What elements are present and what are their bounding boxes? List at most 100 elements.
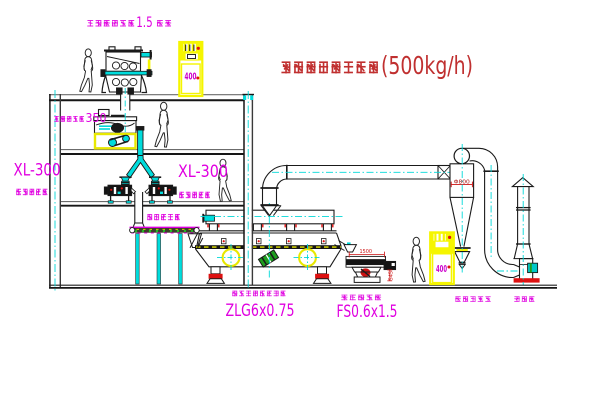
granulator-left-label	[16, 188, 48, 196]
belt-conveyor	[129, 226, 203, 285]
cabinet1-crown-teeth	[183, 43, 198, 52]
dryer-hood-stubs	[207, 224, 334, 231]
granulator-right-foot2	[149, 200, 155, 204]
mixer2-belt-top	[109, 134, 125, 141]
cabinet1-panel-window	[184, 52, 200, 61]
mixer1-lid-stub-right	[134, 46, 142, 51]
granulator-right-red-dot1	[168, 188, 171, 191]
granulator-left-inlet-funnel	[120, 176, 131, 182]
granulator-right-side-box	[172, 186, 177, 195]
y-splitter-body	[125, 155, 156, 179]
granulator-right-cyan-chip	[160, 191, 163, 194]
mixer2-rotor	[110, 122, 125, 133]
collector-yellow-stripe	[456, 249, 468, 252]
exhaust-duct	[260, 164, 452, 217]
mixer1-paddle-3	[129, 77, 138, 87]
cabinet1-panel-screen	[187, 54, 196, 59]
mixer2-discharge-flange	[135, 126, 145, 131]
granulator-left-side-box	[103, 186, 109, 195]
cabinet1-red-lamp-top	[196, 46, 200, 50]
mixer1-yellow-strip	[147, 59, 151, 71]
granulator-right-red-dot2	[157, 187, 160, 190]
duct-outer-wall	[261, 164, 438, 190]
y-splitter-chute	[125, 155, 156, 179]
cabinet2-red-lamp-door	[447, 265, 451, 269]
dryer-sight-glass-left	[217, 244, 245, 272]
cyclone-label	[455, 296, 491, 302]
svg-text:(500kg/h): (500kg/h)	[381, 51, 473, 80]
svg-text:1.5: 1.5	[136, 15, 153, 31]
downpipe-elbow-outer	[484, 249, 514, 279]
fan-inlet-cone	[513, 263, 520, 279]
mixer1-label: 1.5	[87, 15, 172, 31]
conveyor-roller-dots	[134, 229, 194, 233]
mixer1-lid-stub-left	[108, 46, 116, 51]
granulator-left-red-dot2	[120, 187, 123, 190]
stack-rain-cap	[510, 176, 535, 188]
granulator-right-slot2	[152, 187, 156, 194]
dryer-stub-2	[252, 224, 262, 231]
mixer1-paddle-1	[111, 77, 121, 87]
cyclone-diameter-dim: Φ800	[454, 180, 470, 186]
stack-transition-cone	[513, 243, 534, 259]
dryer-stub-1	[208, 224, 218, 231]
mixer1-upper-body	[105, 51, 142, 72]
fan-and-stack	[484, 165, 540, 285]
person-ground	[411, 236, 426, 283]
cyclone-elbow-inner	[469, 160, 486, 172]
conveyor-leg-2	[156, 233, 161, 285]
mixer2-motor-box	[97, 108, 110, 117]
diagram-labels: (500kg/h) 1.5 350 XL-300 XL-300 ZLG6x0.7…	[14, 15, 535, 321]
screen-top-frame	[345, 255, 386, 261]
screen-height-dim: 545	[389, 271, 395, 281]
mixer2-belt-bottom	[114, 140, 129, 147]
conveyor-pulley-right	[193, 227, 200, 234]
dryer-body-ports	[220, 238, 327, 245]
screen-length-dim: 1500	[360, 249, 373, 255]
conveyor-leg-1	[135, 233, 140, 285]
person-floor-b	[154, 101, 169, 148]
fan-red-base	[513, 278, 540, 283]
granulator-left-red-dot1	[110, 188, 113, 191]
cabinet1-code-text: 400	[185, 72, 197, 83]
dryer-sight-glass-right	[293, 244, 322, 272]
granulator-right-label	[179, 191, 210, 199]
gravity-free-mixer	[100, 46, 153, 114]
mixer1-inner-slant	[106, 56, 140, 64]
dryer-stub-4	[322, 224, 332, 231]
xl300-left-label: XL-300	[14, 161, 61, 180]
mixer1-valve-right	[127, 87, 134, 95]
dryer-vibration-motor	[257, 249, 280, 268]
fan-label	[514, 296, 535, 302]
screen-deck-band	[345, 259, 387, 265]
screen-hopper-1	[351, 266, 382, 273]
screen-name-label	[341, 294, 382, 301]
ground	[49, 284, 557, 289]
granulator-right-slot1	[164, 187, 167, 194]
cyclone-dim-lines	[450, 181, 473, 188]
control-cabinet-2	[429, 231, 455, 286]
duct-arrow-cone	[261, 205, 278, 217]
control-cabinet-1	[178, 40, 204, 98]
granulator-left-cyan-chip	[117, 191, 121, 194]
conveyor-label	[147, 214, 180, 221]
title: (500kg/h)	[281, 51, 473, 80]
conveyor-leg-3	[178, 233, 183, 285]
mixer2-label: 350	[54, 110, 107, 125]
cabinet2-red-lamp-top	[448, 235, 452, 239]
mixer1-paddle-2	[120, 78, 129, 87]
mixer1-shaft-flange-left	[100, 69, 106, 77]
xl300-right-label: XL-300	[178, 162, 228, 181]
mixer1-valve-left	[116, 87, 123, 95]
granulator-left-foot2	[125, 200, 132, 204]
right-column-cap-cyan-left	[243, 95, 247, 100]
cabinet1-indicator-ticks	[185, 44, 195, 51]
screen-model-label: FS0.6x1.5	[337, 302, 398, 321]
person-top-floor	[79, 48, 94, 93]
cabinet2-panel-window	[434, 240, 450, 249]
conveyor-pulley-left	[129, 227, 136, 234]
cabinet2-code-text: 400	[436, 264, 447, 275]
dryer-upper-walls	[196, 232, 342, 246]
mixer1-leg-left	[101, 74, 107, 94]
granulator-discharge-pipe-fill	[134, 192, 143, 223]
